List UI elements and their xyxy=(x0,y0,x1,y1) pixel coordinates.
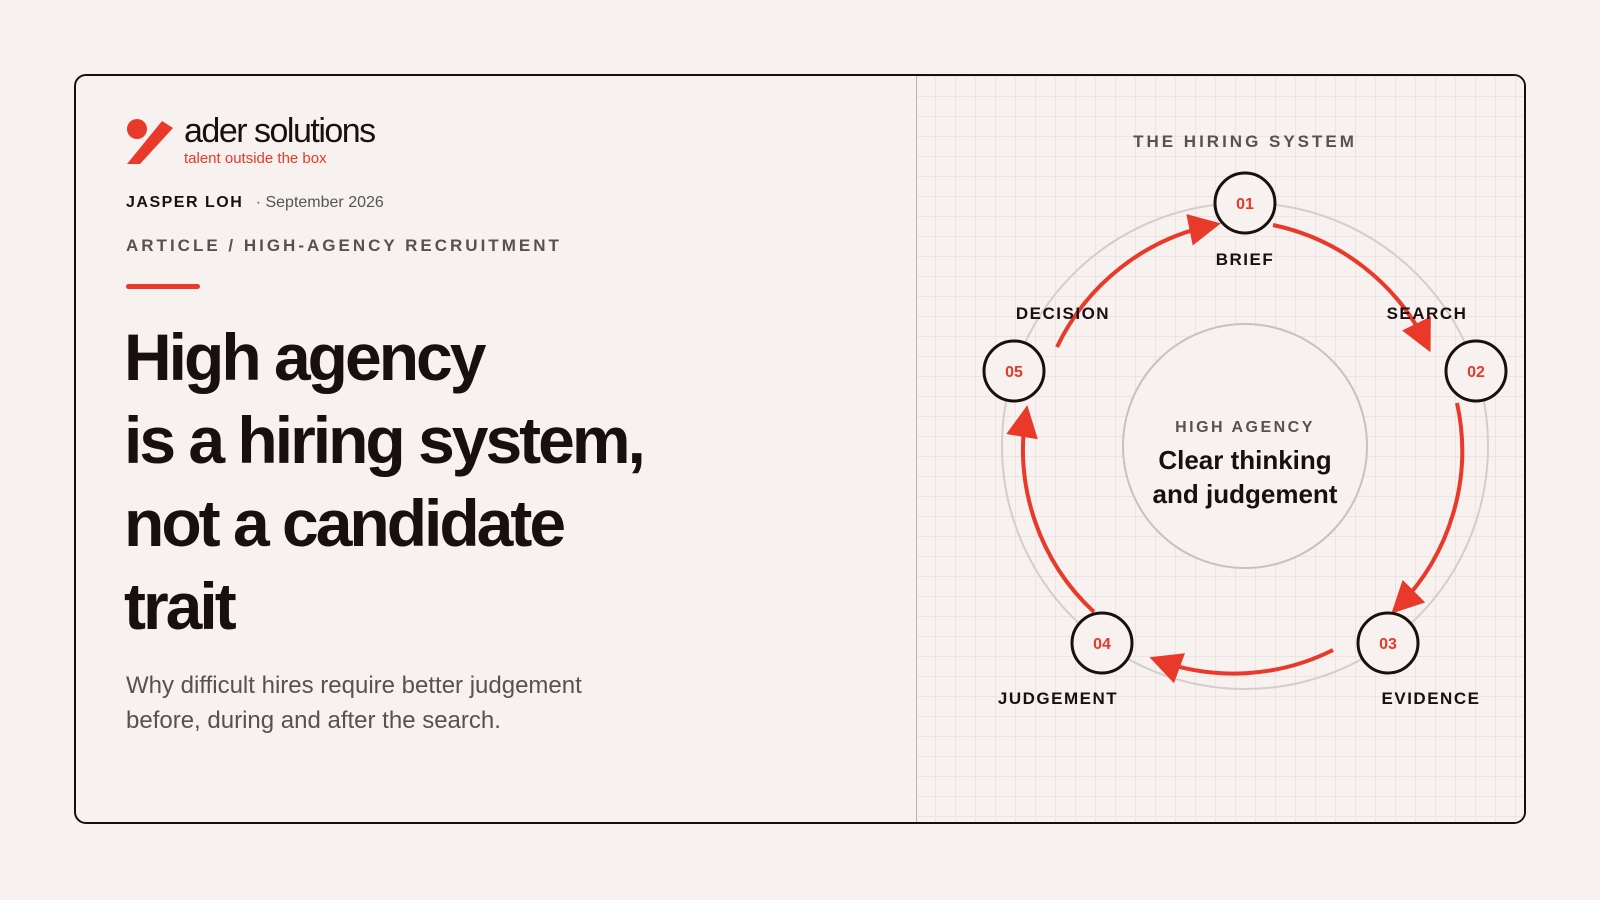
step-node-decision[interactable]: 05 xyxy=(982,339,1046,403)
headline-line: High agency xyxy=(124,320,486,394)
article-panel: ader solutions talent outside the box JA… xyxy=(76,76,916,822)
arrow-decision-to-brief xyxy=(1055,214,1221,348)
headline: High agency is a hiring system, not a ca… xyxy=(124,316,884,648)
byline: JASPER LOH · September 2026 xyxy=(126,194,384,212)
arrow-evidence-to-judgement xyxy=(1149,648,1334,684)
headline-line: is a hiring system, xyxy=(124,403,646,477)
diagram-title: THE HIRING SYSTEM xyxy=(1133,132,1357,151)
step-number: 02 xyxy=(1467,364,1485,381)
brand-tagline: talent outside the box xyxy=(184,150,327,167)
step-number: 05 xyxy=(1005,364,1023,381)
step-node-brief[interactable]: 01 xyxy=(1213,171,1277,235)
step-number: 01 xyxy=(1236,196,1254,213)
cycle-arrows xyxy=(1006,214,1465,684)
author-name[interactable]: JASPER LOH xyxy=(126,194,244,211)
arrow-search-to-evidence xyxy=(1391,402,1465,614)
step-number: 04 xyxy=(1093,636,1111,653)
arrow-judgement-to-decision xyxy=(1006,405,1096,614)
step-node-judgement[interactable]: 04 xyxy=(1070,611,1134,675)
step-label-decision: DECISION xyxy=(1016,304,1110,323)
subtitle-line: Why difficult hires require better judge… xyxy=(126,672,582,699)
center-kicker: HIGH AGENCY xyxy=(1175,419,1315,436)
article-category[interactable]: ARTICLE / HIGH-AGENCY RECRUITMENT xyxy=(126,236,562,255)
step-node-search[interactable]: 02 xyxy=(1444,339,1508,403)
step-node-evidence[interactable]: 03 xyxy=(1356,611,1420,675)
center-text-line: Clear thinking xyxy=(1158,445,1331,475)
panel-divider xyxy=(916,76,917,822)
brand-mark-icon xyxy=(127,119,173,164)
article-card: ader solutions talent outside the box JA… xyxy=(74,74,1526,824)
step-label-evidence: EVIDENCE xyxy=(1382,689,1481,708)
center-circle xyxy=(1122,323,1368,569)
headline-line: trait xyxy=(124,569,237,643)
accent-divider xyxy=(126,284,200,289)
publish-date: September 2026 xyxy=(265,194,384,211)
step-label-judgement: JUDGEMENT xyxy=(998,689,1118,708)
center-hub: HIGH AGENCY Clear thinking and judgement xyxy=(1122,323,1368,569)
hiring-cycle-diagram: HIGH AGENCY Clear thinking and judgement… xyxy=(982,171,1508,708)
step-label-brief: BRIEF xyxy=(1216,250,1275,269)
diagram-panel: THE HIRING SYSTEM HIGH AGENCY xyxy=(917,76,1524,822)
subtitle: Why difficult hires require better judge… xyxy=(126,668,726,738)
arrow-brief-to-search xyxy=(1272,223,1431,353)
subtitle-line: before, during and after the search. xyxy=(126,707,501,734)
center-text-line: and judgement xyxy=(1153,479,1338,509)
headline-line: not a candidate xyxy=(124,486,566,560)
step-label-search: SEARCH xyxy=(1387,304,1468,323)
byline-separator: · xyxy=(255,194,262,211)
step-number: 03 xyxy=(1379,636,1397,653)
brand-name: ader solutions xyxy=(184,112,376,150)
